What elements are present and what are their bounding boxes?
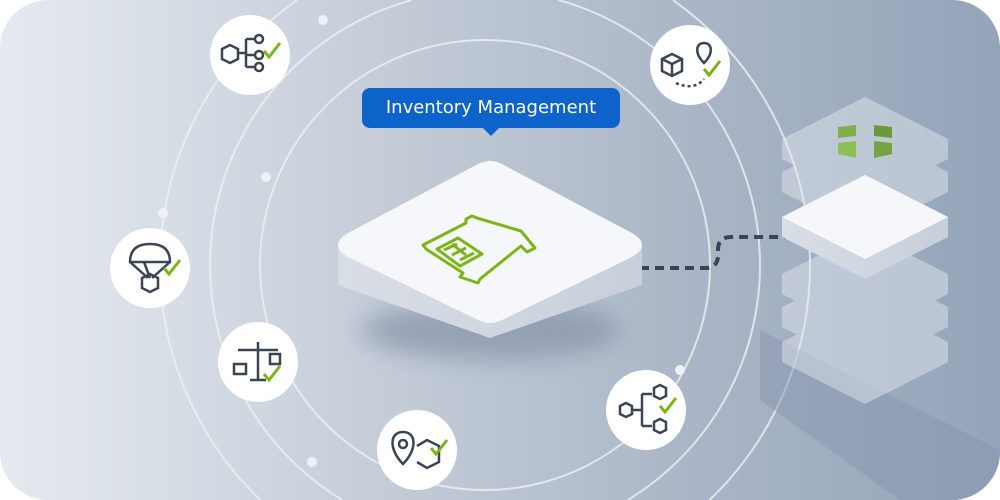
orbit-rings [159,0,811,500]
logo-icon [838,125,892,158]
central-platform [338,160,642,338]
connector-line [640,235,790,270]
orbit-dots [158,15,685,467]
feature-icons [110,15,730,490]
inventory-management-label: Inventory Management [362,88,620,136]
package-location-check-icon [650,25,730,105]
network-box-check-icon [606,370,686,450]
location-box-check-icon [377,410,457,490]
layer-stack [760,97,1000,500]
warehouse-icon [421,214,537,285]
scale-check-icon [218,322,298,402]
hierarchy-check-icon [210,15,290,95]
parachute-box-check-icon [110,228,190,308]
